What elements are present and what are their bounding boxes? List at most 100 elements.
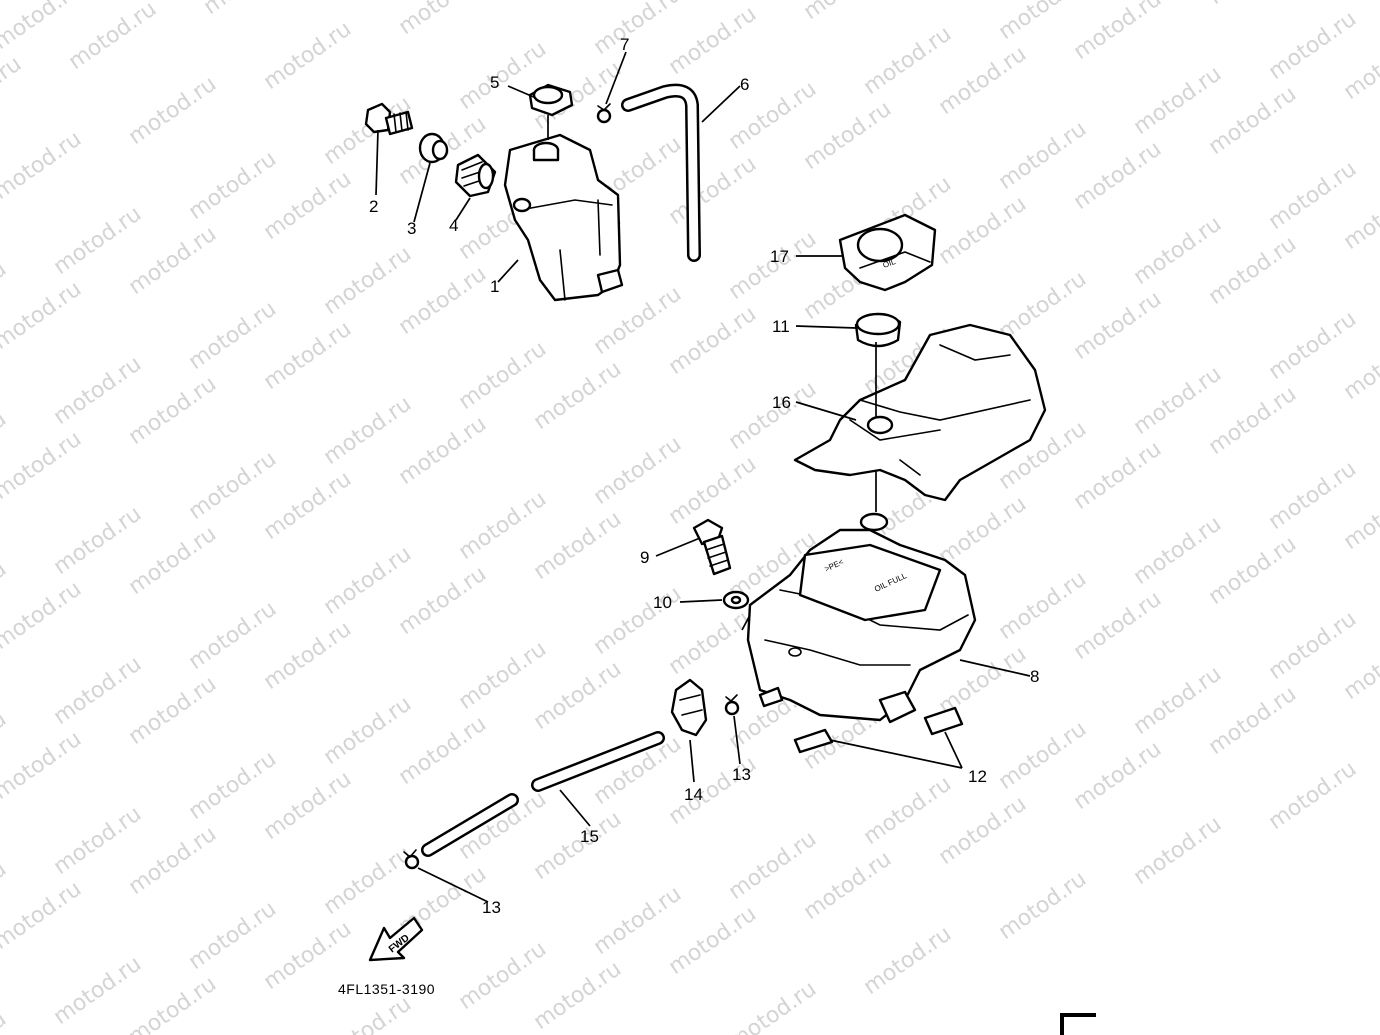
watermark-text: motod.ru <box>529 357 626 435</box>
watermark-text: motod.ru <box>259 17 356 95</box>
oil-cap <box>854 312 902 348</box>
watermark-text: motod.ru <box>934 42 1031 120</box>
watermark-text: motod.ru <box>1204 532 1301 610</box>
label-6: 6 <box>740 75 749 94</box>
watermark-text: motod.ru <box>259 617 356 695</box>
watermark-text: motod.ru <box>724 977 821 1035</box>
watermark-text: motod.ru <box>49 202 146 280</box>
drawing-code: 4FL1351-3190 <box>338 981 435 997</box>
label-14: 14 <box>684 785 703 804</box>
watermark-text: motod.ru <box>49 502 146 580</box>
label-16: 16 <box>772 393 791 412</box>
watermark-text: motod.ru <box>0 727 86 805</box>
watermark-text: motod.ru <box>49 802 146 880</box>
watermark-text: motod.ru <box>994 267 1091 345</box>
watermark-text: motod.ru <box>454 337 551 415</box>
collar <box>418 132 449 164</box>
watermark-text: motod.ru <box>49 352 146 430</box>
watermark-text: motod.ru <box>1339 177 1380 255</box>
watermark-text: motod.ru <box>184 447 281 525</box>
watermark-text: motod.ru <box>1204 82 1301 160</box>
watermark-text: motod.ru <box>0 577 86 655</box>
grommet <box>454 153 497 198</box>
watermark-text: motod.ru <box>664 602 761 680</box>
label-11: 11 <box>772 317 790 336</box>
watermark-text: motod.ru <box>124 72 221 150</box>
watermark-text: motod.ru <box>1069 287 1166 365</box>
watermark-text: motod.ru <box>199 0 296 20</box>
oil-tank <box>746 512 977 724</box>
damper-pads <box>793 706 964 754</box>
watermark-text: motod.ru <box>1129 212 1226 290</box>
watermark-text: motod.ru <box>934 792 1031 870</box>
label-2: 2 <box>369 197 378 216</box>
watermark-text: motod.ru <box>799 0 896 25</box>
watermark-text: motod.ru <box>529 957 626 1035</box>
watermark-text: motod.ru <box>454 637 551 715</box>
watermark-text: motod.ru <box>394 262 491 340</box>
watermark-text: motod.ru <box>799 97 896 175</box>
watermark-text: motod.ru <box>454 487 551 565</box>
reservoir-tank <box>503 133 624 302</box>
tank-tray <box>793 323 1047 502</box>
watermark-text: motod.ru <box>589 282 686 360</box>
watermark-text: motod.ru <box>724 827 821 905</box>
watermark-text: motod.ru <box>1129 362 1226 440</box>
label-7: 7 <box>620 35 629 54</box>
watermark-text: motod.ru <box>184 147 281 225</box>
label-5: 5 <box>490 73 499 92</box>
watermark-text: motod.ru <box>994 567 1091 645</box>
fwd-arrow-icon: FWD <box>368 916 424 962</box>
watermark-text: motod.ru <box>319 392 416 470</box>
watermark-text: motod.ru <box>1339 327 1380 405</box>
watermark-text: motod.ru <box>394 412 491 490</box>
watermark-text: motod.ru <box>724 377 821 455</box>
watermark-text: motod.ru <box>994 117 1091 195</box>
washer <box>722 590 750 610</box>
watermark-text: motod.ru <box>1264 307 1361 385</box>
watermark-text: motod.ru <box>184 747 281 825</box>
label-3: 3 <box>407 219 416 238</box>
watermark-text: motod.ru <box>259 767 356 845</box>
watermark-text: motod.ru <box>1264 607 1361 685</box>
watermark-text: motod.ru <box>1069 437 1166 515</box>
watermark-text: motod.ru <box>589 0 686 60</box>
watermark-text: motod.ru <box>859 922 956 1000</box>
label-8: 8 <box>1030 667 1039 686</box>
label-4: 4 <box>449 216 458 235</box>
watermark-text: motod.ru <box>664 902 761 980</box>
watermark-text: motod.ru <box>124 822 221 900</box>
watermark-text: motod.ru <box>1204 232 1301 310</box>
watermark-text: motod.ru <box>664 302 761 380</box>
watermark-text: motod.ru <box>319 692 416 770</box>
watermark-text: motod.ru <box>319 992 416 1035</box>
watermark-text: motod.ru <box>319 242 416 320</box>
corner-mark <box>1060 1013 1096 1035</box>
watermark-text: motod.ru <box>1129 62 1226 140</box>
label-13-upper: 13 <box>732 765 751 784</box>
label-12: 12 <box>968 767 987 786</box>
watermark-text: motod.ru <box>124 672 221 750</box>
watermark-text: motod.ru <box>1264 757 1361 835</box>
assembly-lines <box>547 115 877 631</box>
watermark-text: motod.ru <box>0 52 26 130</box>
watermark-text: motod.ru <box>0 1007 11 1035</box>
watermark-text: motod.ru <box>529 507 626 585</box>
watermark-text: motod.ru <box>0 127 86 205</box>
label-10: 10 <box>653 593 672 612</box>
watermark-text: motod.ru <box>64 0 161 75</box>
watermark-text: motod.ru <box>799 847 896 925</box>
watermark-text: motod.ru <box>0 277 86 355</box>
watermark-text: motod.ru <box>259 467 356 545</box>
tank-cap <box>528 83 574 117</box>
watermark-text: motod.ru <box>1204 682 1301 760</box>
watermark-text: motod.ru <box>1339 627 1380 705</box>
watermark-text: motod.ru <box>394 562 491 640</box>
watermark-text: motod.ru <box>1069 0 1166 65</box>
screw <box>692 518 732 576</box>
oil-cap-cover <box>838 213 937 292</box>
watermark-text: motod.ru <box>1264 7 1361 85</box>
watermark-text: motod.ru <box>124 372 221 450</box>
hose-clip <box>596 103 612 124</box>
label-13-lower: 13 <box>482 898 501 917</box>
